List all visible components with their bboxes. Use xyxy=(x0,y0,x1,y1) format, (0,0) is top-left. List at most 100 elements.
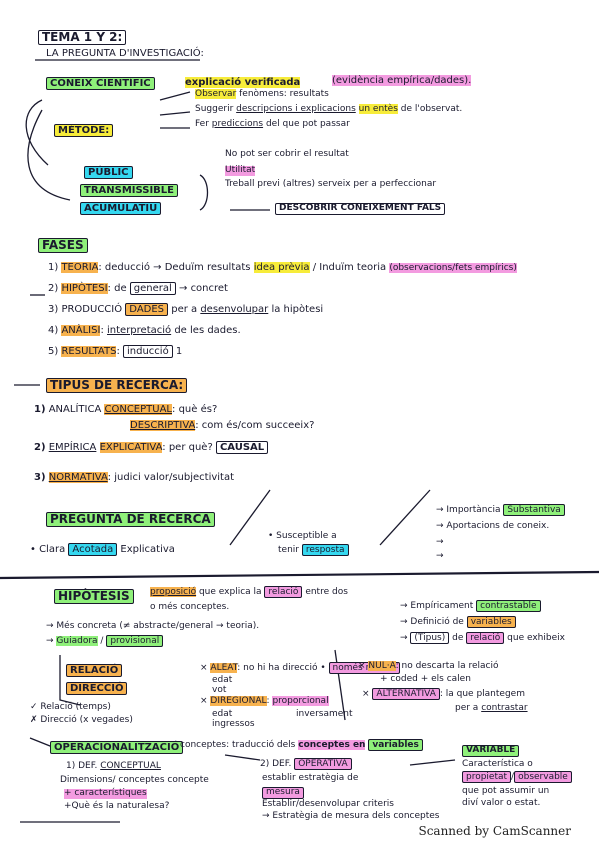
hipotesis-r3: → (Tipus) de relació que exhibeix xyxy=(400,632,565,644)
pregunta-c3-c-line: → Aportacions de coneix. xyxy=(436,521,550,531)
fase-3-d: desenvolupar xyxy=(200,304,269,315)
pregunta-c2-b-text: tenir xyxy=(278,545,299,555)
fase-4-a: ANÀLISI xyxy=(61,325,101,336)
e5: Establir/desenvolupar criteris xyxy=(262,799,394,809)
acumulatiu-box: ACUMULATIU xyxy=(80,202,162,215)
hipotesis-r3-a: (Tipus) xyxy=(410,632,450,644)
hipotesis-guiadora: → Guiadora / provisional xyxy=(46,635,164,647)
aleat-e: vot xyxy=(212,685,227,695)
def-conceptual: 1) DEF. CONCEPTUAL xyxy=(66,761,161,772)
pregunta-c2-b: tenir resposta xyxy=(278,544,349,556)
d4: + característiques xyxy=(64,788,147,799)
section-1-subtitle: LA PREGUNTA D'INVESTIGACIÓ: xyxy=(46,48,204,59)
d3: Dimensions/ conceptes concepte xyxy=(60,775,209,785)
alternativa-d: contrastar xyxy=(481,703,528,713)
hipotesis-def-j: provisional xyxy=(106,635,164,647)
descobrir-box: DESCOBRIR CONEIXEMENT FALS xyxy=(275,203,446,215)
fase-1-f: (observacions/fets empírics) xyxy=(389,263,517,273)
nula-e: + els calen xyxy=(420,674,471,684)
e4: mesura xyxy=(262,787,304,799)
metode-line-2-d: de l'observat. xyxy=(400,104,463,114)
fase-4: 4) ANÀLISI: interpretació de les dades. xyxy=(48,325,241,336)
tipus-3-a: NORMATIVA xyxy=(48,472,108,483)
hipotesis-r3-b: de xyxy=(452,633,464,643)
nula-b: no descarta xyxy=(401,661,455,671)
hipotesis-def-d: entre dos xyxy=(305,587,348,597)
relacio-box: RELACIÓ xyxy=(66,664,123,677)
fase-5: 5) RESULTATS: inducció 1 xyxy=(48,345,183,358)
metode-box: MÈTODE: xyxy=(54,124,114,137)
fase-2-num: 2) xyxy=(48,283,59,294)
fase-1-num: 1) xyxy=(48,262,59,273)
direccio-box: DIRECCIÓ xyxy=(66,682,128,695)
tipus-3-num: 3) xyxy=(34,472,46,483)
variable-box: VARIABLE xyxy=(462,745,520,757)
metode-line-3: Fer prediccions del que pot passar xyxy=(195,119,350,130)
op-a: conceptes: traducció dels xyxy=(180,740,296,750)
tipus-3-b: judici valor/subjectivitat xyxy=(114,472,235,483)
hipotesis-r3-c: relació xyxy=(466,632,505,644)
tipus-2-b: EXPLICATIVA xyxy=(99,442,163,453)
direccional-b: proporcional xyxy=(272,696,329,706)
relacio-ex-2-text: Direcció (x vegades) xyxy=(40,715,133,725)
d1: 1) DEF. xyxy=(66,761,98,771)
direccional-c: inversament xyxy=(296,709,353,719)
relacio-ex-1-text: Relació (temps) xyxy=(40,702,111,712)
section-1-title: TEMA 1 Y 2: xyxy=(38,30,127,46)
aleat-b: no hi ha direcció xyxy=(243,663,318,673)
nula-d-text: + coded xyxy=(380,674,418,684)
direccional-e: ingressos xyxy=(212,719,255,729)
pregunta-c1: • Clara Acotada Explicativa xyxy=(30,543,175,556)
pregunta-c1-b: Acotada xyxy=(68,543,118,556)
tipus-1-c: què és? xyxy=(178,404,218,415)
direccional-a: DIREGIONAL xyxy=(210,696,267,706)
hipotesis-r1-b: contrastable xyxy=(476,600,541,612)
e1: 2) DEF. xyxy=(260,759,292,769)
fase-2-a: HIPÒTESI xyxy=(61,283,108,294)
metode-line-2: Suggerir descripcions i explicacions un … xyxy=(195,104,463,115)
pregunta-c3-c: Aportacions de coneix. xyxy=(446,521,550,531)
direccional-line: × DIREGIONAL: proporcional xyxy=(200,696,329,706)
pregunta-c1-a: Clara xyxy=(39,544,66,555)
variable-props: propietat/observable xyxy=(462,771,572,783)
aleat-a: ALEAT xyxy=(210,663,238,673)
alternativa-c-text: per a xyxy=(455,703,479,713)
metode-line-3-a: Fer xyxy=(195,119,209,129)
coneix-def: explicació verificada xyxy=(185,77,301,88)
relacio-ex-2: ✗ Direcció (x vegades) xyxy=(30,715,133,725)
fase-5-b: inducció xyxy=(123,345,173,358)
hipotesis-def-a: proposició xyxy=(150,587,197,597)
fase-3-a: PRODUCCIÓ xyxy=(61,304,123,315)
pregunta-c3: → Importància Substantiva xyxy=(436,504,565,516)
pregunta-c1-c: Explicativa xyxy=(120,544,175,555)
e2: OPERATIVA xyxy=(294,758,352,770)
pregunta-arrow-3: → xyxy=(436,537,444,547)
tipus-1: 1) ANALÍTICA CONCEPTUAL: què és? xyxy=(34,404,218,415)
operacionalitzacio-title: OPERACIONALITZACIÓ xyxy=(50,741,184,754)
metode-line-1: Observar fenòmens: resultats xyxy=(195,89,329,100)
alternativa-b: la que plantegem xyxy=(445,689,525,699)
fase-5-num: 5) xyxy=(48,346,59,357)
hipotesis-def-b: que explica la xyxy=(198,587,262,597)
pregunta-c2-c: resposta xyxy=(301,544,349,556)
camscanner-footer: Scanned by CamScanner xyxy=(418,824,571,838)
hipotesis-def-f: Més concreta xyxy=(56,621,117,631)
tipus-2-num: 2) xyxy=(34,442,46,453)
aleat-d: edat xyxy=(212,675,233,685)
hipotesis-r2-b: variables xyxy=(466,616,516,628)
nula-a: NUL·A xyxy=(368,661,396,671)
tipus-recerca-title: TIPUS DE RECERCA: xyxy=(46,378,188,394)
direccional-d: edat xyxy=(212,709,233,719)
hipotesis-r3-d: que exhibeix xyxy=(507,633,565,643)
pregunta-c2-a-text: Susceptible a xyxy=(276,531,337,541)
fase-1: 1) TEORIA: deducció → Deduïm resultats i… xyxy=(48,262,517,273)
hipotesis-title: HIPÒTESIS xyxy=(54,589,134,605)
fases-box: FASES xyxy=(38,238,88,254)
fase-3-b: DADES xyxy=(125,303,169,316)
metode-line-1-a: Observar xyxy=(195,89,237,99)
pregunta-c3-a: Importància xyxy=(446,505,501,515)
f2: Característica o xyxy=(462,759,533,769)
fase-5-a: RESULTATS xyxy=(61,346,117,357)
fase-4-c: de les dades. xyxy=(174,325,241,336)
